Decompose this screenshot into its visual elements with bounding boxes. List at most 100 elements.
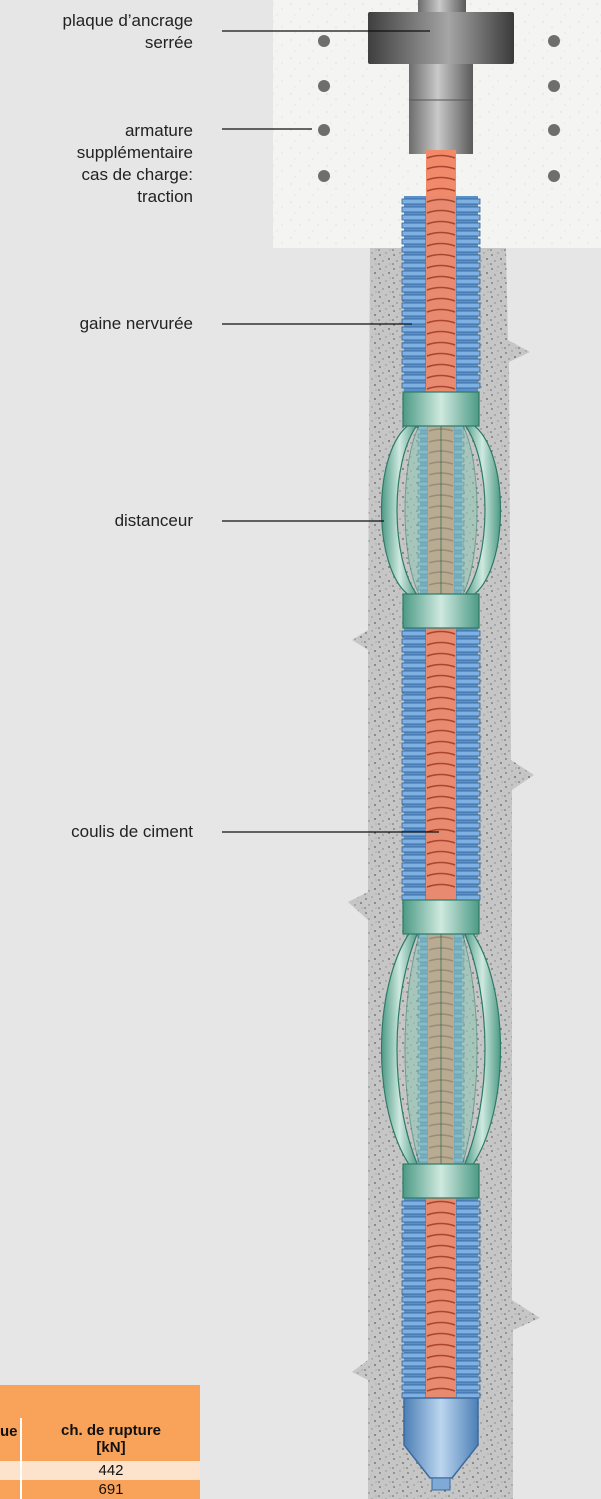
sheath-rib [402,247,426,252]
sheath-rib [456,1233,480,1238]
spacer-collar [403,392,479,426]
sheath-rib [402,1289,426,1294]
sheath-rib [402,343,426,348]
sheath-rib [456,247,480,252]
sheath-rib [402,687,426,692]
sheath-rib [402,1321,426,1326]
sheath-rib [456,663,480,668]
ribbed-sheath [402,196,480,1398]
sheath-rib [402,199,426,204]
sheath-rib [456,799,480,804]
sheath-rib [402,799,426,804]
sheath-rib [402,215,426,220]
sheath-rib [456,831,480,836]
sheath-rib [402,711,426,716]
sheath-rib [402,271,426,276]
sheath-rib [456,327,480,332]
sheath-rib [402,335,426,340]
sheath-rib [402,751,426,756]
sheath-rib [456,215,480,220]
sheath-rib [402,383,426,388]
sheath-rib [456,223,480,228]
sheath-rib [402,839,426,844]
sheath-rib [456,687,480,692]
sheath-rib [402,823,426,828]
sheath-rib [456,359,480,364]
sheath-rib [402,759,426,764]
table-cell-left [0,1461,20,1480]
sheath-rib [402,767,426,772]
sheath-rib [456,815,480,820]
sheath-rib [456,823,480,828]
sheath-rib [402,1297,426,1302]
sheath-rib [456,295,480,300]
sheath-rib [456,695,480,700]
sheath-rib [456,767,480,772]
sheath-rib [456,303,480,308]
sheath-rib [456,807,480,812]
sheath-rib [456,1329,480,1334]
spacer-collar [403,1164,479,1198]
sheath-rib [456,855,480,860]
sheath-rib [456,1313,480,1318]
sheath-rib [402,663,426,668]
sheath-rib [402,735,426,740]
sheath-rib [402,783,426,788]
table-cell-breaking-load: 691 [22,1480,200,1499]
sheath-rib [456,1289,480,1294]
sheath-rib [402,367,426,372]
sheath-rib [402,1217,426,1222]
sheath-rib [402,1385,426,1390]
sheath-rib [402,703,426,708]
sheath-rib [456,1297,480,1302]
sheath-rib [456,279,480,284]
sheath-rib [456,1217,480,1222]
table-cell-breaking-load: 442 [22,1461,200,1480]
sheath-rib [456,1209,480,1214]
sheath-rib [402,231,426,236]
sheath-rib [456,367,480,372]
sheath-rib [456,719,480,724]
sheath-rib [402,239,426,244]
label-grout: coulis de ciment [71,821,193,843]
sheath-rib [402,775,426,780]
sheath-rib [402,1337,426,1342]
sheath-rib [402,727,426,732]
bolt-top [418,0,466,12]
sheath-rib [402,351,426,356]
sheath-rib [402,647,426,652]
sheath-rib [402,1273,426,1278]
sheath-rib [456,751,480,756]
sheath-rib [402,1249,426,1254]
sheath-rib [456,1369,480,1374]
sheath-rib [402,679,426,684]
hex-nut [409,64,473,154]
breaking-load-table: ue ch. de rupture [kN] 4426911.0802.217 [0,1385,200,1499]
sheath-rib [402,1369,426,1374]
sheath-rib [456,1361,480,1366]
sheath-rib [402,1361,426,1366]
sheath-rib [402,1305,426,1310]
sheath-rib [402,1377,426,1382]
sheath-rib [456,343,480,348]
sheath-rib [456,375,480,380]
sheath-rib [456,647,480,652]
sheath-rib [456,895,480,900]
sheath-rib [456,679,480,684]
spacer-collar [403,900,479,934]
label-anchor-plate: plaque d’ancrage serrée [63,10,193,54]
sheath-rib [456,863,480,868]
sheath-rib [402,311,426,316]
sheath-rib [456,783,480,788]
tip-nozzle [432,1478,450,1490]
sheath-rib [456,319,480,324]
sheath-rib [402,255,426,260]
label-ribbed-sheath: gaine nervurée [80,313,193,335]
sheath-rib [402,1225,426,1230]
sheath-rib [456,871,480,876]
sheath-rib [402,1209,426,1214]
sheath-rib [402,1353,426,1358]
sheath-rib [402,1265,426,1270]
sheath-rib [402,655,426,660]
